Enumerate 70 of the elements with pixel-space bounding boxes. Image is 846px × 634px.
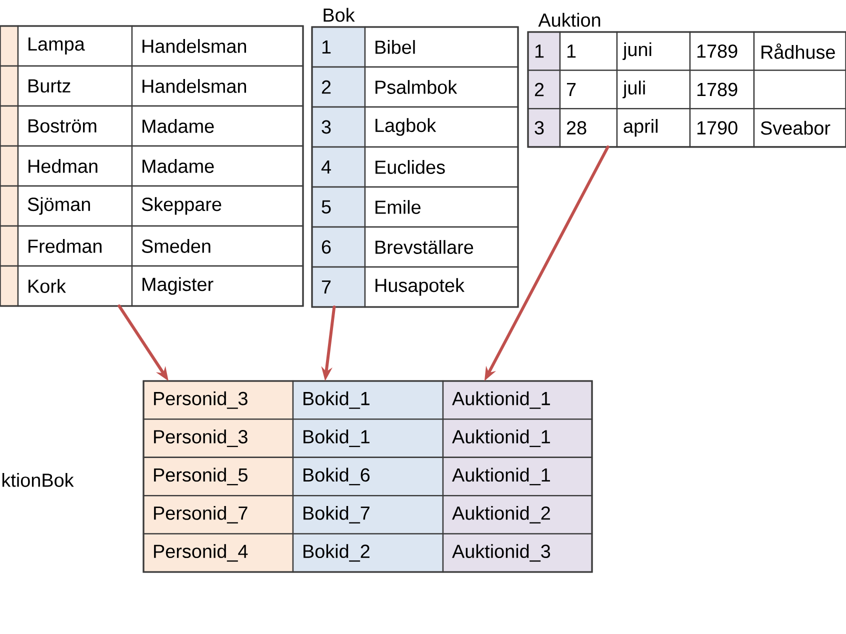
table-cell bbox=[0, 265, 19, 307]
table-cell: Personid_3 bbox=[142, 380, 294, 420]
table-cell: Personid_7 bbox=[142, 495, 294, 534]
table-cell: 5 bbox=[311, 186, 366, 228]
table-cell bbox=[0, 25, 19, 67]
table-cell: Emile bbox=[364, 186, 519, 228]
table-cell: 2 bbox=[311, 66, 366, 108]
table-cell: Auktionid_3 bbox=[442, 533, 593, 573]
table-cell: 7 bbox=[311, 266, 366, 308]
table-cell: Fredman bbox=[17, 225, 133, 267]
table-cell: Lagbok bbox=[364, 106, 519, 148]
table-cell: juli bbox=[616, 70, 691, 110]
table-cell bbox=[753, 70, 846, 110]
table-cell: Bibel bbox=[364, 26, 519, 68]
table-cell: 1790 bbox=[689, 108, 755, 148]
table-cell: juni bbox=[616, 31, 691, 71]
table-cell bbox=[0, 145, 19, 187]
table-cell bbox=[0, 225, 19, 267]
table-cell: Rådhuse bbox=[753, 31, 846, 71]
table-title: Auktion bbox=[538, 12, 600, 27]
table-cell: Handelsman bbox=[131, 65, 304, 107]
table-cell: Hedman bbox=[17, 145, 133, 187]
table-cell: Smeden bbox=[131, 225, 304, 267]
table-cell: 2 bbox=[527, 70, 561, 110]
table-cell bbox=[0, 105, 19, 147]
table-cell: Magister bbox=[131, 265, 304, 307]
table-title: ktionBok bbox=[2, 473, 74, 487]
table-cell: 3 bbox=[311, 106, 366, 148]
table-cell: 28 bbox=[559, 108, 618, 148]
table-cell: Burtz bbox=[17, 65, 133, 107]
table-cell: Handelsman bbox=[131, 25, 304, 67]
table-cell: april bbox=[616, 108, 691, 148]
table-cell: Bokid_6 bbox=[292, 456, 444, 496]
table-cell: Madame bbox=[131, 145, 304, 187]
table-cell: 1789 bbox=[689, 31, 755, 71]
table-cell: 7 bbox=[559, 70, 618, 110]
table-cell bbox=[0, 65, 19, 107]
table-cell bbox=[0, 185, 19, 227]
table-cell: Bokid_1 bbox=[292, 380, 444, 420]
table-cell: 4 bbox=[311, 146, 366, 188]
table-cell: Skeppare bbox=[131, 185, 304, 227]
table-cell: 1 bbox=[559, 31, 618, 71]
table-cell: Kork bbox=[17, 265, 133, 307]
table bbox=[0, 25, 304, 307]
table-cell: 1 bbox=[527, 31, 561, 71]
table-cell: Auktionid_1 bbox=[442, 418, 593, 458]
table-cell: Bokid_1 bbox=[292, 418, 444, 458]
table-cell: 3 bbox=[527, 108, 561, 148]
table-cell: Auktionid_1 bbox=[442, 456, 593, 496]
table-cell: Auktionid_1 bbox=[442, 380, 593, 420]
table-cell: Sjöman bbox=[17, 185, 133, 227]
table-title: Bok bbox=[324, 8, 355, 22]
table-cell: 1 bbox=[311, 26, 366, 68]
table-cell: Madame bbox=[131, 105, 304, 147]
table-cell: Husapotek bbox=[364, 266, 519, 308]
table-cell: Lampa bbox=[17, 25, 133, 67]
table-cell: Boström bbox=[17, 105, 133, 147]
table-cell: Brevställare bbox=[364, 226, 519, 268]
table-cell: Personid_4 bbox=[142, 533, 294, 573]
table-cell: Psalmbok bbox=[364, 66, 519, 108]
table-cell: Euclides bbox=[364, 146, 519, 188]
node-label: Rådhuse bbox=[762, 43, 835, 59]
table-cell: Bokid_2 bbox=[292, 533, 444, 573]
table-cell: Personid_3 bbox=[142, 418, 294, 458]
table-cell: Personid_5 bbox=[142, 456, 294, 496]
table-cell: 6 bbox=[311, 226, 366, 268]
table-cell: Sveabor bbox=[753, 108, 846, 148]
table-cell: 1789 bbox=[689, 70, 755, 110]
table-cell: Auktionid_2 bbox=[442, 495, 593, 534]
table-cell: Bokid_7 bbox=[292, 495, 444, 534]
